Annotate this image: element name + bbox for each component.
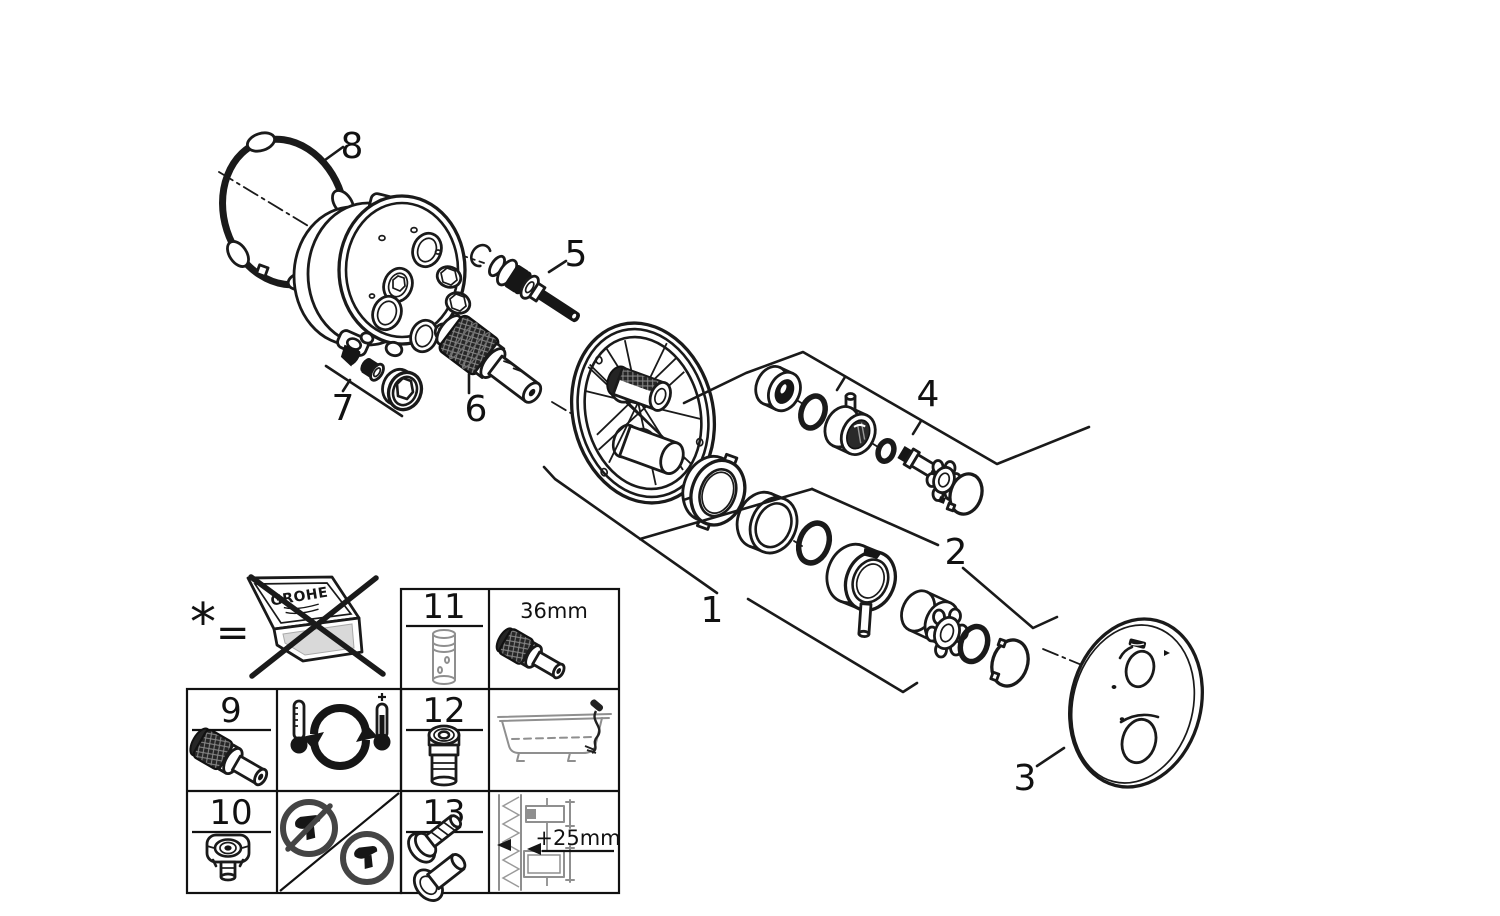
- plug-hex-cap-icon: [381, 367, 424, 412]
- body-small-holes: [368, 226, 442, 299]
- cell-bathtub: [497, 699, 612, 762]
- valve-top-section: [525, 799, 575, 829]
- size-36mm-label: 36mm: [520, 599, 588, 623]
- plate-lower-port-tube: [611, 423, 685, 475]
- thermometer-hot-icon: [373, 693, 391, 751]
- adapter-bush-icon: [427, 724, 461, 787]
- valve-body: [292, 192, 472, 358]
- bayonet-ring-icon: [681, 452, 747, 531]
- bracket-1: [542, 465, 919, 694]
- part-2-volume-handle-set: 2: [810, 487, 1059, 688]
- part-3-escutcheon-plate: 3: [1014, 617, 1204, 799]
- thermometer-cold-icon: [290, 699, 308, 754]
- crossed-grohe-box-icon: GROHE: [246, 574, 386, 679]
- legend-table: 11 36mm: [185, 587, 621, 902]
- cell-no-lever: [279, 792, 400, 892]
- callout-2: 2: [945, 532, 968, 573]
- callout-3: 3: [1014, 758, 1037, 799]
- hand-shower-icon: [584, 699, 604, 754]
- asterisk-symbol: *: [190, 593, 216, 653]
- depth-25mm-label: +25mm: [535, 826, 620, 850]
- cartridge-36mm-icon: [495, 627, 566, 680]
- thermostat-grip-icon: [823, 392, 877, 456]
- o-ring-small-icon: [875, 438, 897, 464]
- fixing-sleeve-icon: [412, 853, 467, 902]
- cap-disc-icon: [945, 472, 984, 516]
- callout-6: 6: [465, 389, 488, 430]
- plug-insert-icon: [360, 358, 385, 382]
- equals-symbol: =: [216, 610, 250, 656]
- cell-11: 11: [406, 587, 483, 685]
- plug-cone-icon: [340, 344, 361, 367]
- fixing-screw-icon: [407, 814, 463, 864]
- cell-10: 10: [192, 793, 271, 882]
- thermostatic-cartridge-icon: [189, 727, 269, 787]
- part-6-thermostatic-cartridge: 6: [435, 314, 543, 430]
- cell-12: 12: [406, 691, 483, 787]
- callout-4: 4: [917, 374, 940, 415]
- cell-wall-depth: +25mm: [497, 794, 621, 891]
- plate-lower-opening: [1119, 713, 1160, 765]
- cell-13: 13: [406, 793, 483, 902]
- o-ring-icon: [957, 623, 991, 665]
- bracket-2: [810, 487, 1059, 630]
- bracket-4: [682, 350, 1091, 466]
- part-7-plug-set: 7: [324, 344, 424, 429]
- plate-upper-port-tube: [606, 365, 672, 412]
- handle-hub-icon: [825, 542, 897, 612]
- wall-embedment-depth-icon: +25mm: [497, 794, 621, 891]
- cell-9: 9: [189, 691, 271, 787]
- part-5-diverter-cartridge: 5: [470, 234, 588, 323]
- callout-7: 7: [332, 388, 355, 429]
- bearing-ring-icon: [754, 365, 802, 413]
- callout-8: 8: [341, 126, 364, 167]
- bathtub-hand-shower-icon: [497, 699, 612, 762]
- lever-ok-icon: [340, 831, 394, 885]
- cell-11-number: 11: [422, 587, 465, 627]
- cell-12-number: 12: [422, 691, 465, 731]
- no-lever-allowed-icon: [280, 799, 338, 857]
- cap-disc-icon: [989, 637, 1030, 688]
- body-ports: [371, 231, 443, 354]
- part-4-thermostat-handle-set: 4: [682, 350, 1091, 516]
- depth-arrow-icon: [527, 843, 541, 855]
- check-valve-icon: [205, 833, 251, 882]
- wall-face-arrow-icon: [497, 839, 511, 851]
- mounting-plate-flange: [569, 321, 717, 505]
- callout-1: 1: [701, 590, 724, 631]
- cell-10-number: 10: [209, 793, 252, 833]
- lever-rod-icon: [857, 602, 873, 638]
- cell-9-number: 9: [220, 691, 242, 731]
- legend-note: * = GROHE: [190, 574, 386, 679]
- callout-5: 5: [565, 234, 588, 275]
- cell-thermal-disinfection: [290, 693, 391, 770]
- extension-sleeve-icon: [432, 629, 456, 685]
- plate-upper-opening: [1111, 638, 1170, 689]
- o-ring-icon: [795, 520, 833, 566]
- o-ring-icon: [798, 393, 828, 431]
- part-1-trim-sleeve-set: 1: [542, 452, 919, 694]
- thermal-disinfection-cycle-icon: [290, 693, 391, 770]
- cell-36mm: 36mm: [495, 599, 588, 680]
